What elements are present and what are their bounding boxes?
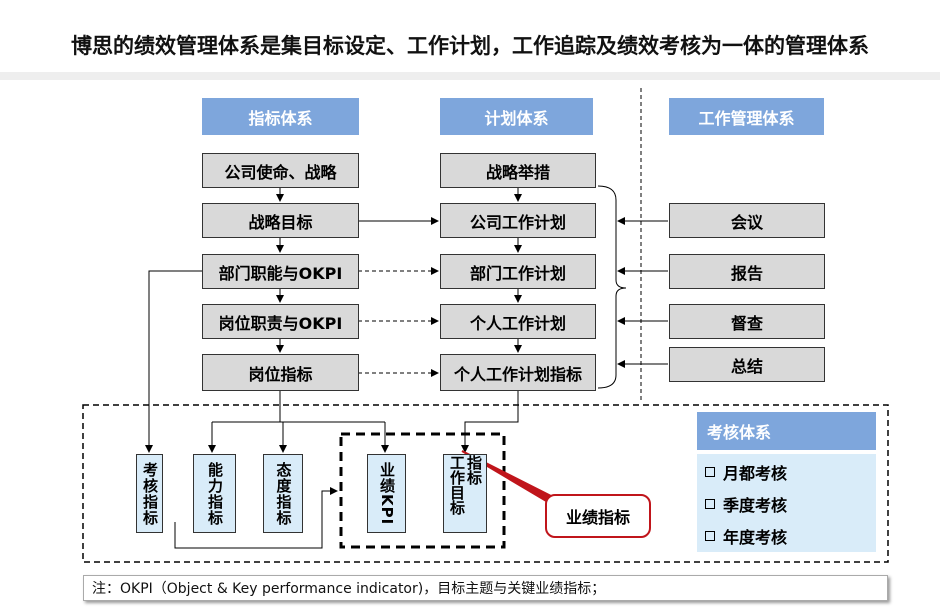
exam-item-annual: 年度考核 — [705, 524, 787, 548]
title-divider — [0, 72, 940, 80]
vbox-exam-indicator: 考核指标 — [136, 454, 163, 533]
vbox-work-goal-text: 工作目标 — [448, 455, 466, 515]
checkbox-icon — [705, 499, 715, 509]
kpi-dashed-box — [339, 432, 506, 549]
box-company-mission: 公司使命、战略 — [202, 153, 359, 188]
vbox-indicator-text: 指标 — [465, 455, 483, 485]
box-post-okpi: 岗位职责与OKPI — [202, 304, 359, 339]
box-strategic-initiative: 战略举措 — [440, 153, 596, 188]
exam-list: 月都考核 季度考核 年度考核 — [697, 454, 876, 552]
vbox-ability-indicator: 能力指标 — [193, 454, 236, 533]
vbox-attitude-indicator: 态度指标 — [263, 454, 303, 533]
bottom-dashed-container — [82, 404, 889, 563]
header-plan-system: 计划体系 — [440, 98, 593, 135]
page-title: 博思的绩效管理体系是集目标设定、工作计划，工作追踪及绩效考核为一体的管理体系 — [71, 34, 869, 58]
line-loop-to-kpi — [174, 487, 338, 549]
footnote: 注：OKPI（Object & Key performance indicato… — [83, 575, 888, 601]
box-personal-plan: 个人工作计划 — [440, 304, 596, 339]
vbox-work-goal: 工作目标 指标 — [443, 454, 487, 533]
exam-item-label: 月都考核 — [723, 464, 788, 483]
box-personal-plan-indicator: 个人工作计划指标 — [440, 354, 596, 391]
line-dept-to-exam — [145, 270, 202, 453]
box-dept-plan: 部门工作计划 — [440, 254, 596, 289]
vbox-performance-kpi: 业绩KPI — [367, 454, 406, 533]
box-dept-okpi: 部门职能与OKPI — [202, 254, 359, 289]
box-company-plan: 公司工作计划 — [440, 203, 596, 238]
brace — [597, 185, 627, 389]
exam-system-panel: 考核体系 月都考核 季度考核 年度考核 — [697, 412, 876, 552]
box-strategic-goal: 战略目标 — [202, 203, 359, 238]
callout-performance-indicator: 业绩指标 — [545, 494, 651, 538]
box-meeting: 会议 — [669, 203, 825, 238]
arrow-plan-to-goal — [461, 391, 519, 453]
exam-system-header: 考核体系 — [697, 412, 876, 450]
checkbox-icon — [705, 531, 715, 541]
box-post-indicator: 岗位指标 — [202, 354, 359, 391]
box-report: 报告 — [669, 254, 825, 289]
exam-item-monthly: 月都考核 — [705, 460, 787, 484]
exam-item-label: 年度考核 — [723, 528, 788, 547]
exam-item-label: 季度考核 — [723, 496, 788, 515]
checkbox-icon — [705, 467, 715, 477]
header-work-system: 工作管理体系 — [669, 98, 824, 135]
exam-item-quarterly: 季度考核 — [705, 492, 787, 516]
box-supervision: 督查 — [669, 304, 825, 339]
header-indicator-system: 指标体系 — [202, 98, 359, 135]
box-summary: 总结 — [669, 347, 825, 382]
